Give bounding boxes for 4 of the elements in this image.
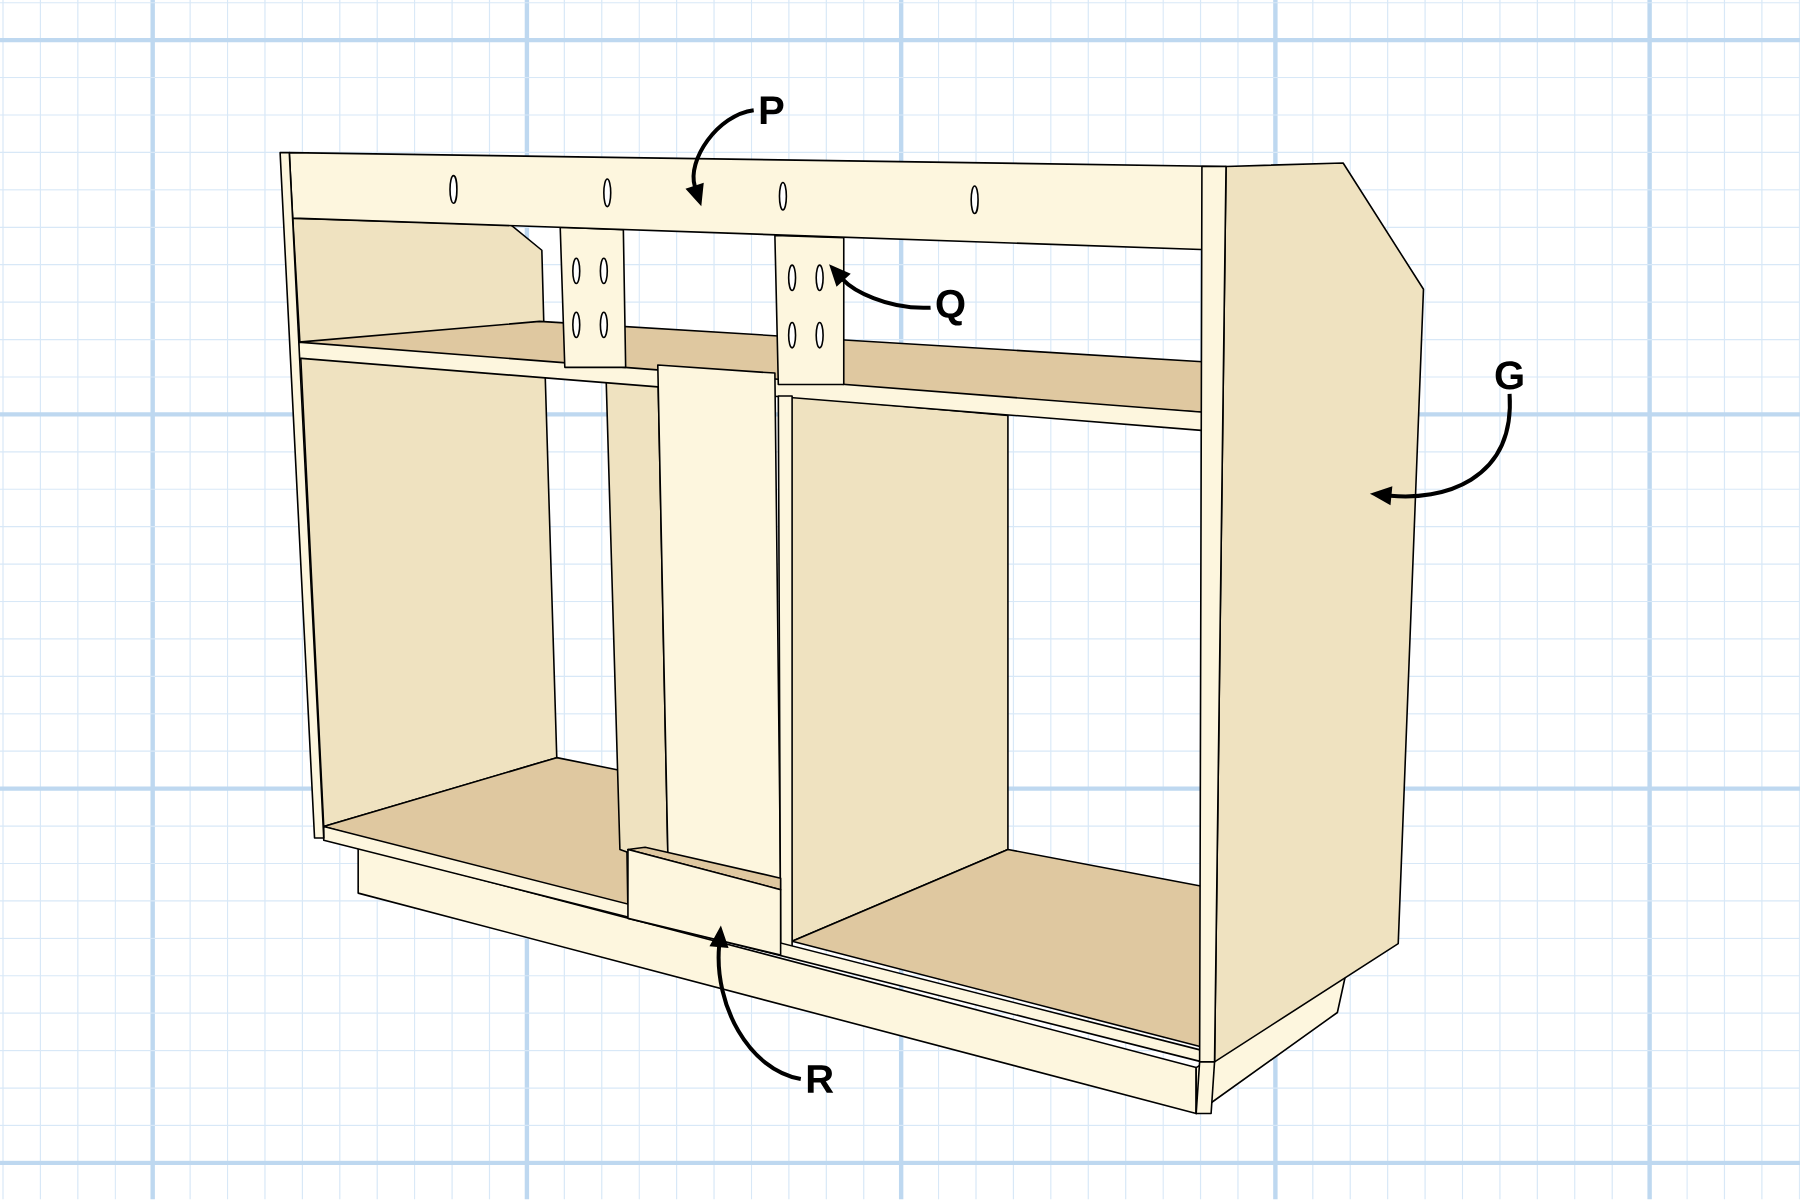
callout-letter: R [807,1065,834,1094]
callout-letter: Q [936,289,965,326]
callout-letter: G [1495,361,1523,390]
callout-letter: P [760,96,784,125]
